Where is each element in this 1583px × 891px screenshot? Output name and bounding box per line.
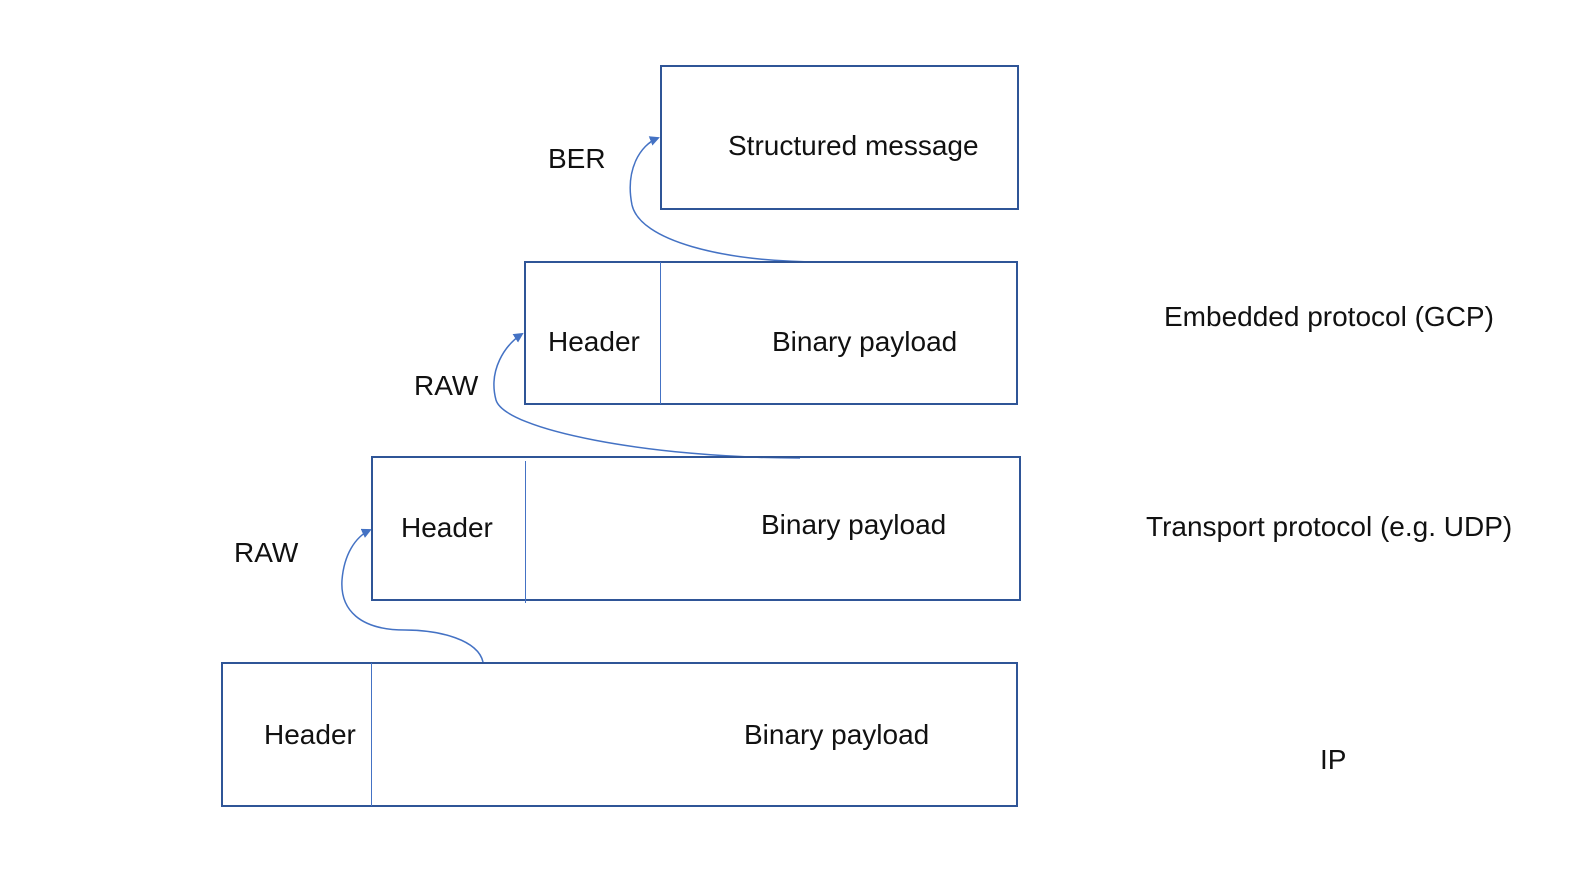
embedded-protocol-label: Embedded protocol (GCP): [1164, 301, 1494, 332]
transport-header-text: Header: [401, 512, 493, 543]
ip-box: [221, 662, 1018, 807]
raw-arrow-upper: [493, 332, 801, 459]
raw-label-upper: RAW: [414, 370, 479, 401]
raw-arrow-lower: [341, 528, 484, 663]
transport-header-divider: [525, 461, 526, 603]
ip-header-text: Header: [264, 719, 356, 750]
structured-message-box: [660, 65, 1019, 210]
embedded-header-divider: [660, 262, 661, 404]
ber-arrow: [629, 136, 825, 263]
embedded-protocol-box: [524, 261, 1018, 405]
raw-label-lower: RAW: [234, 537, 299, 568]
ip-payload-text: Binary payload: [744, 719, 930, 750]
ber-label: BER: [548, 143, 606, 174]
structured-message-text: Structured message: [728, 130, 979, 161]
transport-protocol-label: Transport protocol (e.g. UDP): [1146, 511, 1513, 542]
ip-header-divider: [371, 663, 372, 806]
embedded-header-text: Header: [548, 326, 640, 357]
embedded-payload-text: Binary payload: [772, 326, 958, 357]
transport-protocol-box: [371, 456, 1021, 601]
ip-protocol-label: IP: [1320, 744, 1347, 775]
transport-payload-text: Binary payload: [761, 509, 947, 540]
